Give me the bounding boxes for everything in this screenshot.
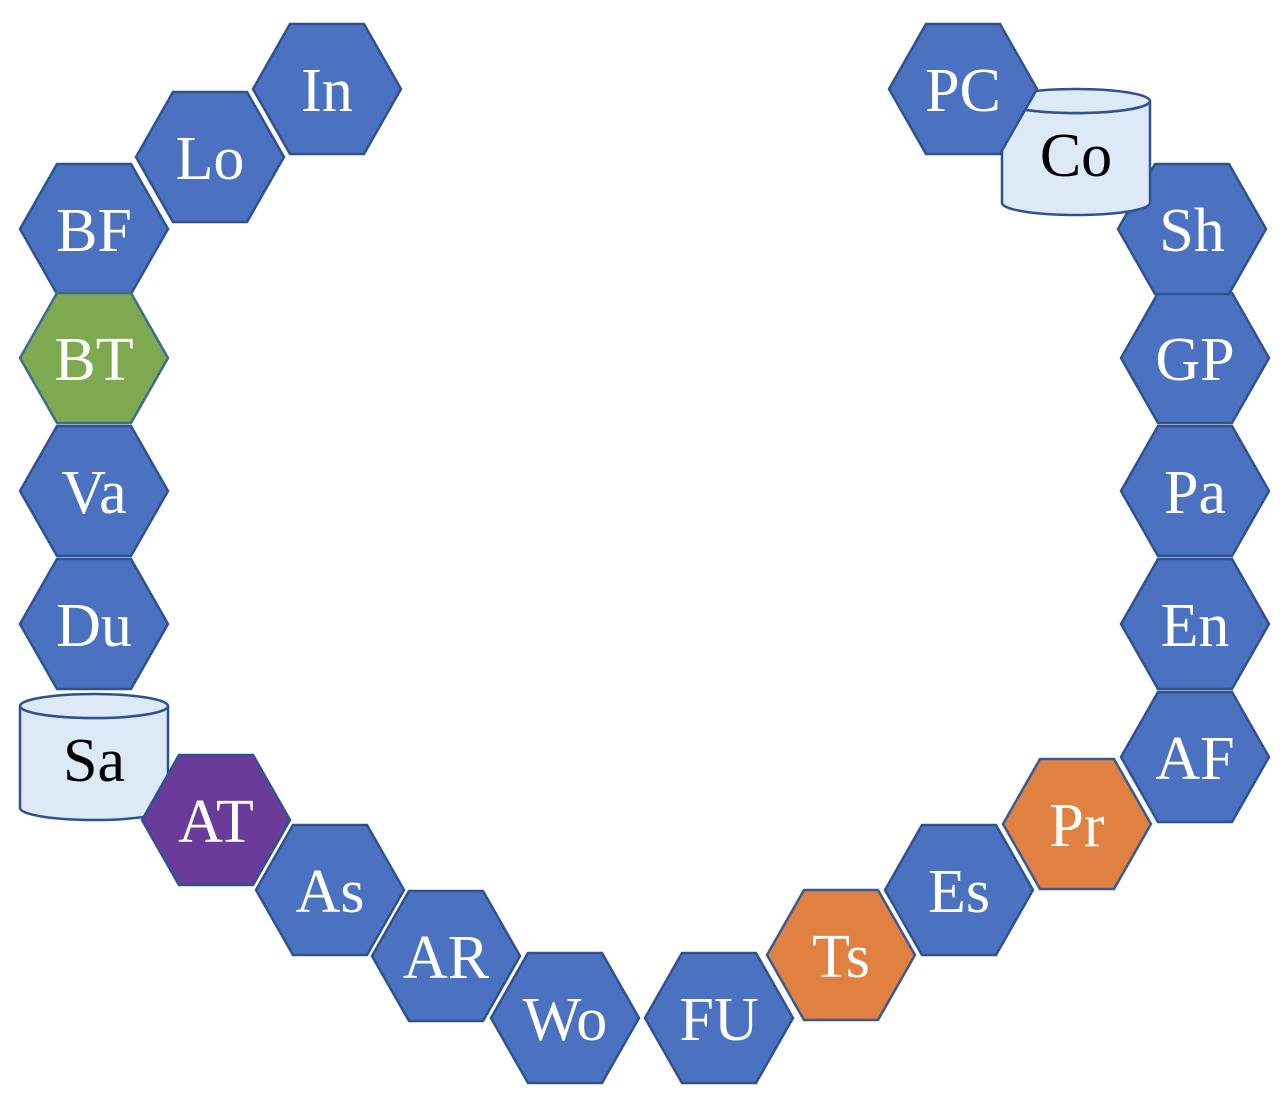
node-en: En: [1119, 557, 1271, 691]
node-af: AF: [1119, 690, 1271, 824]
hexagon-shape: [134, 90, 286, 224]
hexagon-shape: [1119, 557, 1271, 691]
node-pr: Pr: [1001, 757, 1153, 891]
node-ar: AR: [370, 889, 522, 1023]
node-label: BT: [54, 326, 133, 394]
node-label: AR: [403, 924, 490, 992]
node-gp: GP: [1119, 291, 1271, 425]
node-label: Lo: [176, 125, 245, 193]
node-va: Va: [18, 424, 170, 558]
node-co: Co: [1000, 87, 1152, 217]
node-label: In: [301, 57, 353, 125]
node-label: As: [296, 858, 365, 926]
node-label: Pa: [1164, 459, 1226, 527]
node-label: AT: [178, 788, 254, 856]
node-label: FU: [679, 986, 758, 1054]
hexagon-shape: [489, 951, 641, 1085]
node-du: Du: [18, 557, 170, 691]
node-label: Ts: [812, 923, 870, 991]
hexagon-shape: [18, 557, 170, 691]
node-label: Sh: [1159, 197, 1224, 265]
node-label: Co: [1040, 122, 1112, 190]
node-at: AT: [140, 753, 292, 887]
hexagon-shape: [1001, 757, 1153, 891]
node-in: In: [251, 22, 403, 156]
node-sh: Sh: [1116, 162, 1268, 296]
node-label: AF: [1155, 725, 1234, 793]
node-label: BF: [56, 197, 132, 265]
node-label: Va: [61, 459, 126, 527]
hexagon-shape: [1116, 162, 1268, 296]
hexagon-shape: [18, 291, 170, 425]
node-bf: BF: [18, 162, 170, 296]
node-label: En: [1161, 592, 1230, 660]
node-ts: Ts: [765, 888, 917, 1022]
node-pa: Pa: [1119, 424, 1271, 558]
hexagon-shape: [251, 22, 403, 156]
node-sa: Sa: [18, 692, 170, 822]
hexagon-shape: [140, 753, 292, 887]
node-wo: Wo: [489, 951, 641, 1085]
hexagon-shape: [1119, 690, 1271, 824]
node-label: Wo: [523, 986, 608, 1054]
hexagon-shape: [370, 889, 522, 1023]
node-label: Du: [56, 592, 132, 660]
node-label: PC: [925, 57, 1001, 125]
node-label: GP: [1155, 326, 1234, 394]
node-label: Pr: [1049, 792, 1104, 860]
node-label: Es: [928, 858, 990, 926]
node-es: Es: [883, 823, 1035, 957]
hexagon-shape: [765, 888, 917, 1022]
hexagon-shape: [643, 951, 795, 1085]
node-label: Sa: [63, 727, 125, 795]
node-pc: PC: [887, 22, 1039, 156]
node-as: As: [254, 823, 406, 957]
cylinder-top: [18, 692, 170, 720]
hexagon-shape: [1119, 424, 1271, 558]
node-bt: BT: [18, 291, 170, 425]
hexagon-shape: [887, 22, 1039, 156]
hexagon-shape: [254, 823, 406, 957]
hexagon-shape: [883, 823, 1035, 957]
node-fu: FU: [643, 951, 795, 1085]
node-lo: Lo: [134, 90, 286, 224]
hexagon-shape: [18, 424, 170, 558]
